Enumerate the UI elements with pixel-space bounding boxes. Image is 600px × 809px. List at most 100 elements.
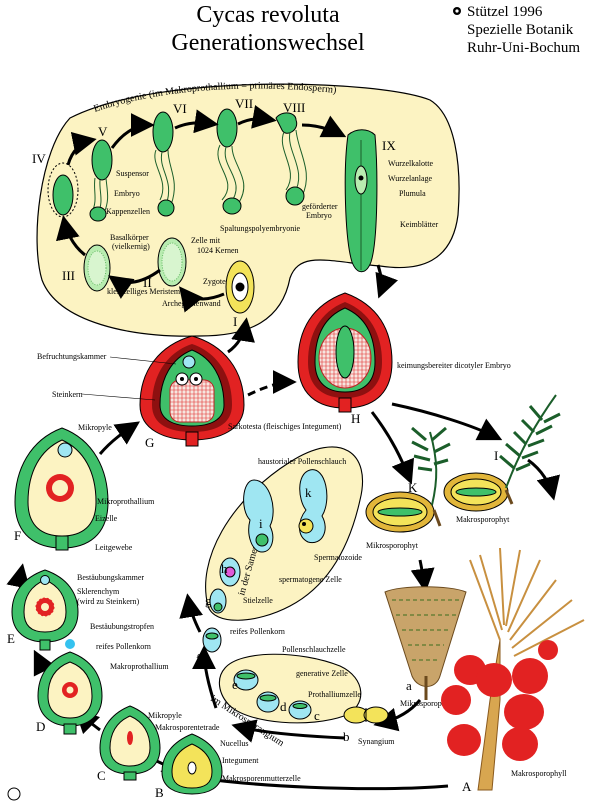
- ovule-B: [161, 733, 223, 795]
- ovule-E: [11, 569, 79, 651]
- stage-e-label: e: [232, 677, 238, 692]
- label-reifes-pollenkorn-e: reifes Pollenkorn: [96, 642, 151, 651]
- label-makrosporenmutterzelle: Makrosporenmutterzelle: [222, 774, 301, 783]
- stage-A-label: A: [462, 779, 472, 794]
- label-stielzelle: Stielzelle: [243, 596, 273, 605]
- label-spermatozoide: Spermatozoide: [314, 553, 362, 562]
- stage-V-embryo: [89, 139, 113, 222]
- stage-I-label: I: [233, 314, 237, 329]
- label-vielkernig: (vielkernig): [112, 242, 150, 251]
- label-steinkern: Steinkern: [52, 390, 83, 399]
- credit-line-1: Stützel 1996: [467, 4, 543, 20]
- macrosporophyll-A: [441, 547, 585, 791]
- stage-IX-label: IX: [382, 138, 396, 153]
- stage-IV-label: IV: [32, 151, 46, 166]
- label-makrosporentetrade: Makrosporentetrade: [155, 723, 220, 732]
- credit-line-3: Ruhr-Uni-Bochum: [467, 40, 580, 56]
- pollen-bubble: [205, 446, 364, 621]
- pollen-f: [202, 627, 222, 653]
- stage-I2-label: I: [494, 448, 498, 463]
- corner-circle: [7, 787, 21, 801]
- stage-d-label: d: [280, 699, 287, 714]
- stage-F-label: F: [14, 528, 21, 543]
- pollen-d: [256, 691, 280, 713]
- stage-D-label: D: [36, 719, 45, 734]
- label-haustorialer: haustorialer Pollenschlauch: [258, 457, 346, 466]
- label-keimblaetter: Keimblätter: [400, 220, 439, 229]
- label-makroprothallium: Makroprothallium: [110, 662, 169, 671]
- pollen-h: [219, 557, 241, 587]
- ovule-C: [99, 705, 161, 781]
- stage-IX-embryo: [344, 129, 378, 273]
- leader-befruchtungskammer: [109, 356, 177, 365]
- label-mikropyle-g: Mikropyle: [78, 423, 112, 432]
- label-makrosporophyll: Makrosporophyll: [511, 769, 567, 778]
- label-embryo: Embryo: [114, 189, 140, 198]
- stage-IV-embryo: [47, 162, 79, 218]
- label-wird-steinkern: (wird zu Steinkern): [77, 597, 140, 606]
- stage-E-label: E: [7, 631, 15, 646]
- credit-line-2: Spezielle Botanik: [467, 22, 574, 38]
- stage-VII-label: VII: [235, 96, 253, 111]
- stage-II-cell: [157, 237, 187, 287]
- label-makrosporophyt: Makrosporophyt: [456, 515, 510, 524]
- label-spaltungspolyembryonie: Spaltungspolyembryonie: [220, 224, 300, 233]
- label-bestaeubungstropfen: Bestäubungstropfen: [90, 622, 154, 631]
- label-gefoerderter: geförderter: [302, 202, 338, 211]
- label-sarkotesta: Sarkotesta (fleischiges Integument): [228, 422, 342, 431]
- stage-III-cell: [83, 244, 111, 292]
- stage-VIII-label: VIII: [283, 100, 305, 115]
- label-prothalliumzelle: Prothalliumzelle: [308, 690, 361, 699]
- label-generative: generative Zelle: [296, 669, 348, 678]
- stage-k-label: k: [305, 485, 312, 500]
- label-integument: Integument: [222, 756, 259, 765]
- ovule-F: [14, 427, 109, 551]
- stage-VI-label: VI: [173, 101, 187, 116]
- stage-H-label: H: [351, 411, 360, 426]
- stage-c-label: c: [314, 708, 320, 723]
- arrow-G-to-H: [247, 370, 297, 397]
- pollen-c: [288, 700, 312, 720]
- label-basalkoerper: Basalkörper: [110, 233, 149, 242]
- label-leitgewebe: Leitgewebe: [95, 543, 133, 552]
- stage-V-label: V: [98, 124, 108, 139]
- stage-B-label: B: [155, 785, 164, 800]
- stage-a-label: a: [406, 678, 412, 693]
- title-line-2: Generationswechsel: [171, 30, 365, 56]
- stage-b-label: b: [343, 729, 350, 744]
- copyright-icon: [453, 7, 461, 15]
- stage-III-label: III: [62, 268, 75, 283]
- label-kappenzellen: Kappenzellen: [106, 207, 150, 216]
- stage-II-label: II: [143, 275, 152, 290]
- label-mikrosporophyll: Mikrosporophyll: [400, 699, 455, 708]
- label-befruchtungskammer: Befruchtungskammer: [37, 352, 107, 361]
- label-keimungsbereit: keimungsbereiter dicotyler Embryo: [397, 361, 511, 370]
- pollen-e: [233, 669, 259, 691]
- label-reifes-pollenkorn: reifes Pollenkorn: [230, 627, 285, 636]
- label-bestaeubungskammer: Bestäubungskammer: [77, 573, 144, 582]
- pollen-i: [243, 479, 274, 553]
- synangium-b: [343, 706, 389, 724]
- label-kerne: 1024 Kernen: [197, 246, 239, 255]
- stage-VII-embryo: [216, 108, 245, 215]
- embryogeny-arrows: [56, 105, 398, 313]
- stage-C-label: C: [97, 768, 106, 783]
- label-mikropyle-c: Mikropyle: [148, 711, 182, 720]
- label-zelle-mit: Zelle mit: [191, 236, 221, 245]
- microsporophyte-K: [365, 426, 451, 533]
- arrow-G-to-embryogeny: [227, 317, 255, 354]
- label-pollenschlauchzelle: Pollenschlauchzelle: [282, 645, 346, 654]
- microsporophyll-a: [384, 586, 467, 700]
- stage-h-label: h: [221, 561, 228, 576]
- macrosporophyte-I: [443, 394, 561, 512]
- label-sklerenchym: Sklerenchym: [77, 587, 120, 596]
- stage-g-label: g: [205, 593, 212, 608]
- label-wurzelanlage: Wurzelanlage: [388, 174, 433, 183]
- label-zygote: Zygote: [203, 277, 226, 286]
- label-wurzelkalotte: Wurzelkalotte: [388, 159, 433, 168]
- pollen-g: [209, 588, 227, 614]
- pollen-k: [298, 469, 328, 544]
- label-meristem: kleinzelliges Meristem: [107, 287, 181, 296]
